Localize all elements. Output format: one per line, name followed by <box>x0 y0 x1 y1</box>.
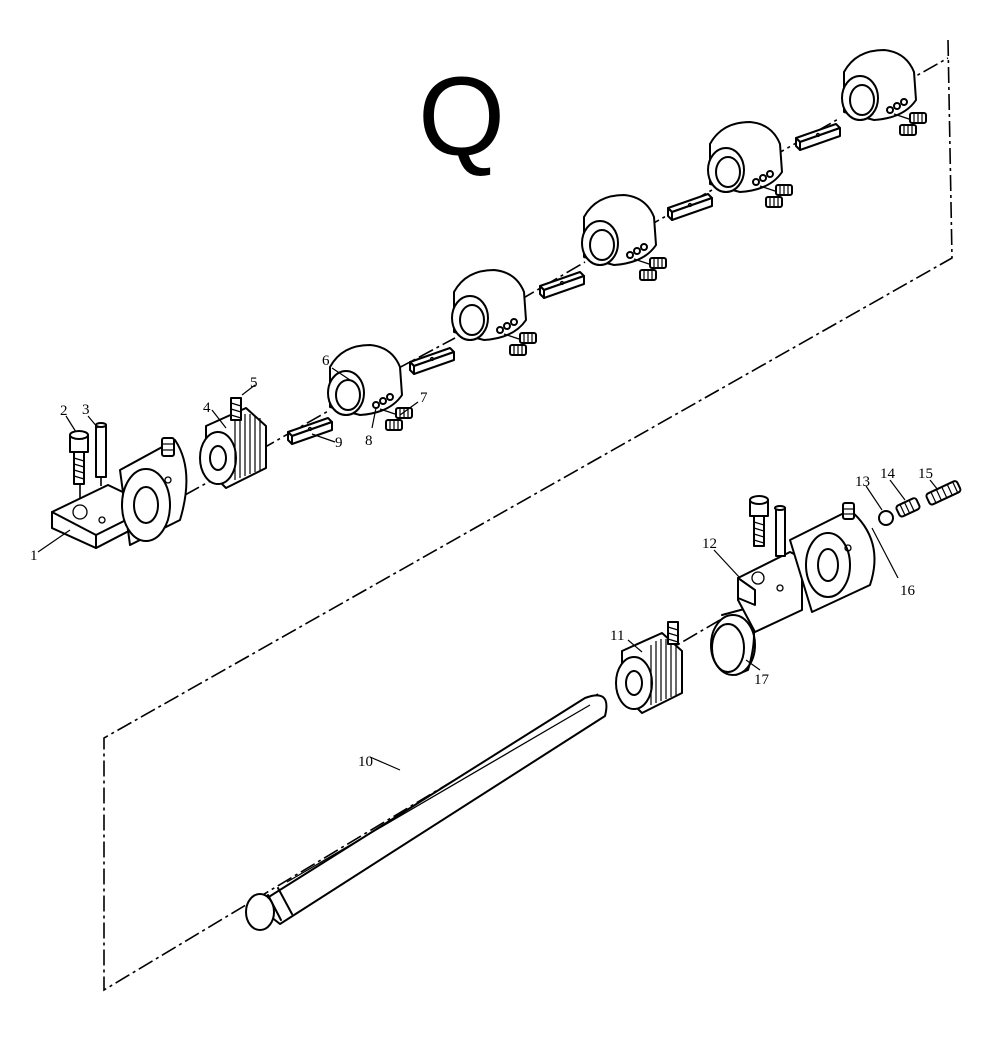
callout-12: 12 <box>702 536 717 552</box>
bracket-right-set-screw <box>842 502 855 520</box>
bracket-right-dowel-pin <box>774 505 786 557</box>
roller-right-set-screw <box>667 621 679 645</box>
flat-key-2 <box>409 347 455 375</box>
callout-14: 14 <box>880 466 896 482</box>
callout-3: 3 <box>82 402 90 418</box>
compression-spring <box>894 496 922 519</box>
callout-15: 15 <box>918 466 933 482</box>
bracket-right-cap-screw <box>749 495 769 547</box>
callout-17: 17 <box>754 672 770 688</box>
bracket-right <box>737 509 876 633</box>
assembly-boundary-line <box>103 39 953 992</box>
retaining-ring <box>710 607 756 676</box>
callout-2: 2 <box>60 403 68 419</box>
steel-ball <box>878 510 894 526</box>
dowel-pin <box>95 422 107 478</box>
callout-5: 5 <box>250 375 258 391</box>
callout-4: 4 <box>203 400 211 416</box>
callout-7: 7 <box>420 390 428 406</box>
dome-collar-4 <box>707 121 793 208</box>
diagram-title-letter: Q <box>418 54 505 179</box>
callout-6: 6 <box>322 353 330 369</box>
dome-collar-5 <box>841 49 927 136</box>
callout-16: 16 <box>900 583 916 599</box>
flat-key-5 <box>795 123 841 151</box>
bracket-left <box>51 439 188 549</box>
long-shaft <box>245 694 608 931</box>
dome-collar-2 <box>451 269 537 356</box>
callout-9: 9 <box>335 435 343 451</box>
leader-lines <box>37 367 939 771</box>
callout-13: 13 <box>855 474 870 490</box>
callout-8: 8 <box>365 433 373 449</box>
dome-collar-6 <box>327 344 413 431</box>
cap-screw <box>69 430 89 485</box>
dome-collar-3 <box>581 194 667 281</box>
adjusting-screw <box>925 480 962 506</box>
roller-set-screw <box>230 397 242 421</box>
flat-key-4 <box>667 193 713 221</box>
bracket-set-screw <box>161 437 175 457</box>
callout-1: 1 <box>30 548 38 564</box>
callout-11: 11 <box>610 628 624 644</box>
callout-10: 10 <box>358 754 373 770</box>
